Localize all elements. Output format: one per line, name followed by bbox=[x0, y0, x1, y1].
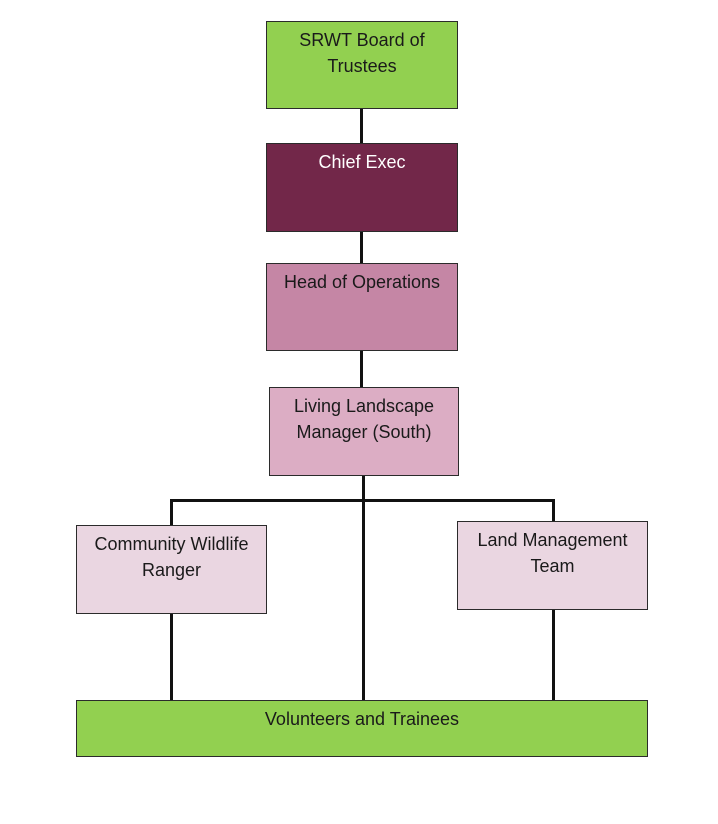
connector-living-branch bbox=[362, 476, 365, 700]
node-community-wildlife-ranger: Community Wildlife Ranger bbox=[76, 525, 267, 614]
node-ranger-line1: Community Wildlife bbox=[94, 534, 249, 554]
node-land-line1: Land Management bbox=[477, 530, 628, 550]
connector-land-volunteers bbox=[552, 610, 555, 700]
node-volunteers-and-trainees: Volunteers and Trainees bbox=[76, 700, 648, 757]
node-board-line2: Trustees bbox=[327, 56, 397, 76]
node-living-line1: Living Landscape bbox=[293, 396, 435, 416]
node-chief-line1: Chief Exec bbox=[318, 152, 406, 172]
connector-branch-ranger bbox=[170, 499, 173, 525]
connector-board-chief bbox=[360, 109, 363, 143]
node-head-line1: Head of Operations bbox=[283, 272, 441, 292]
node-head-of-operations: Head of Operations bbox=[266, 263, 458, 351]
connector-chief-head bbox=[360, 232, 363, 263]
node-vol-line1: Volunteers and Trainees bbox=[264, 709, 460, 729]
node-board-of-trustees: SRWT Board of Trustees bbox=[266, 21, 458, 109]
node-board-line1: SRWT Board of bbox=[299, 30, 425, 50]
node-living-line2: Manager (South) bbox=[296, 422, 432, 442]
connector-horizontal-branch bbox=[170, 499, 555, 502]
node-land-management-team: Land Management Team bbox=[457, 521, 648, 610]
connector-head-living bbox=[360, 351, 363, 387]
node-living-landscape-manager: Living Landscape Manager (South) bbox=[269, 387, 459, 476]
connector-branch-land bbox=[552, 499, 555, 521]
connector-ranger-volunteers bbox=[170, 614, 173, 700]
node-ranger-line2: Ranger bbox=[141, 560, 202, 580]
node-land-line2: Team bbox=[530, 556, 575, 576]
node-chief-exec: Chief Exec bbox=[266, 143, 458, 232]
